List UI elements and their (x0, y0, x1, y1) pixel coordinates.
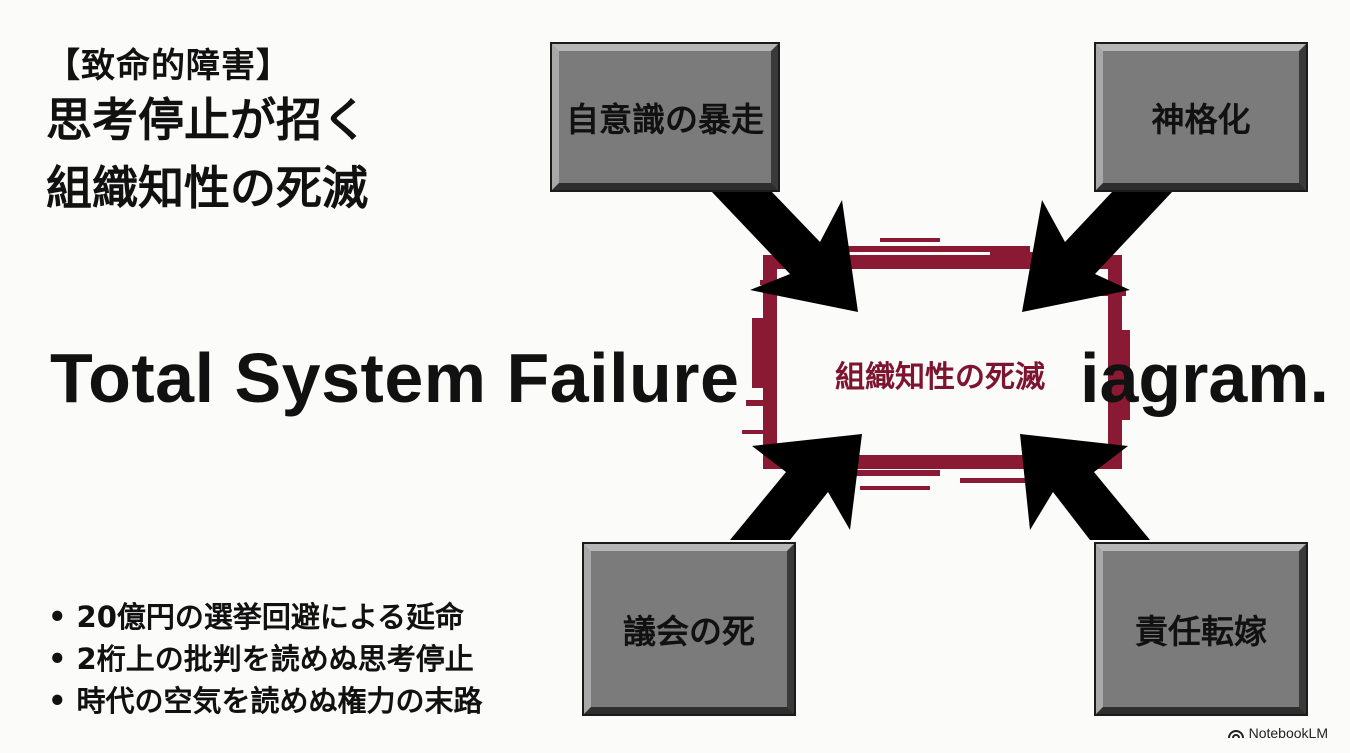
box-top-right: 神格化 (1096, 44, 1306, 190)
page-title-line2: 組織知性の死滅 (46, 161, 368, 215)
arrow-top-right (1022, 192, 1172, 312)
section-tag: 【致命的障害】 (46, 46, 291, 86)
center-frame-outline (763, 255, 1122, 469)
bullet-list: 20億円の選挙回避による延命 2桁上の批判を読めぬ思考停止 時代の空気を読めぬ権… (48, 596, 483, 722)
brand-watermark: NotebookLM (1227, 725, 1328, 741)
bullet-item: 20億円の選挙回避による延命 (48, 596, 483, 638)
arrow-bottom-right (1020, 434, 1150, 540)
bullet-item: 2桁上の批判を読めぬ思考停止 (48, 638, 483, 680)
arrow-top-left (712, 192, 858, 312)
bullet-item: 時代の空気を読めぬ権力の末路 (48, 680, 483, 722)
headline-right: iagram. (1080, 339, 1329, 417)
arrows (712, 192, 1172, 540)
box-bottom-left: 議会の死 (584, 544, 794, 714)
box-bottom-right: 責任転嫁 (1096, 544, 1306, 714)
headline-left: Total System Failure (50, 339, 740, 417)
notebooklm-logo-icon (1227, 730, 1244, 739)
arrow-bottom-left (730, 434, 862, 540)
brand-name: NotebookLM (1248, 725, 1328, 741)
box-top-left: 自意識の暴走 (552, 44, 778, 190)
center-label: 組織知性の死滅 (835, 360, 1045, 395)
page-title-line1: 思考停止が招く (46, 93, 368, 147)
